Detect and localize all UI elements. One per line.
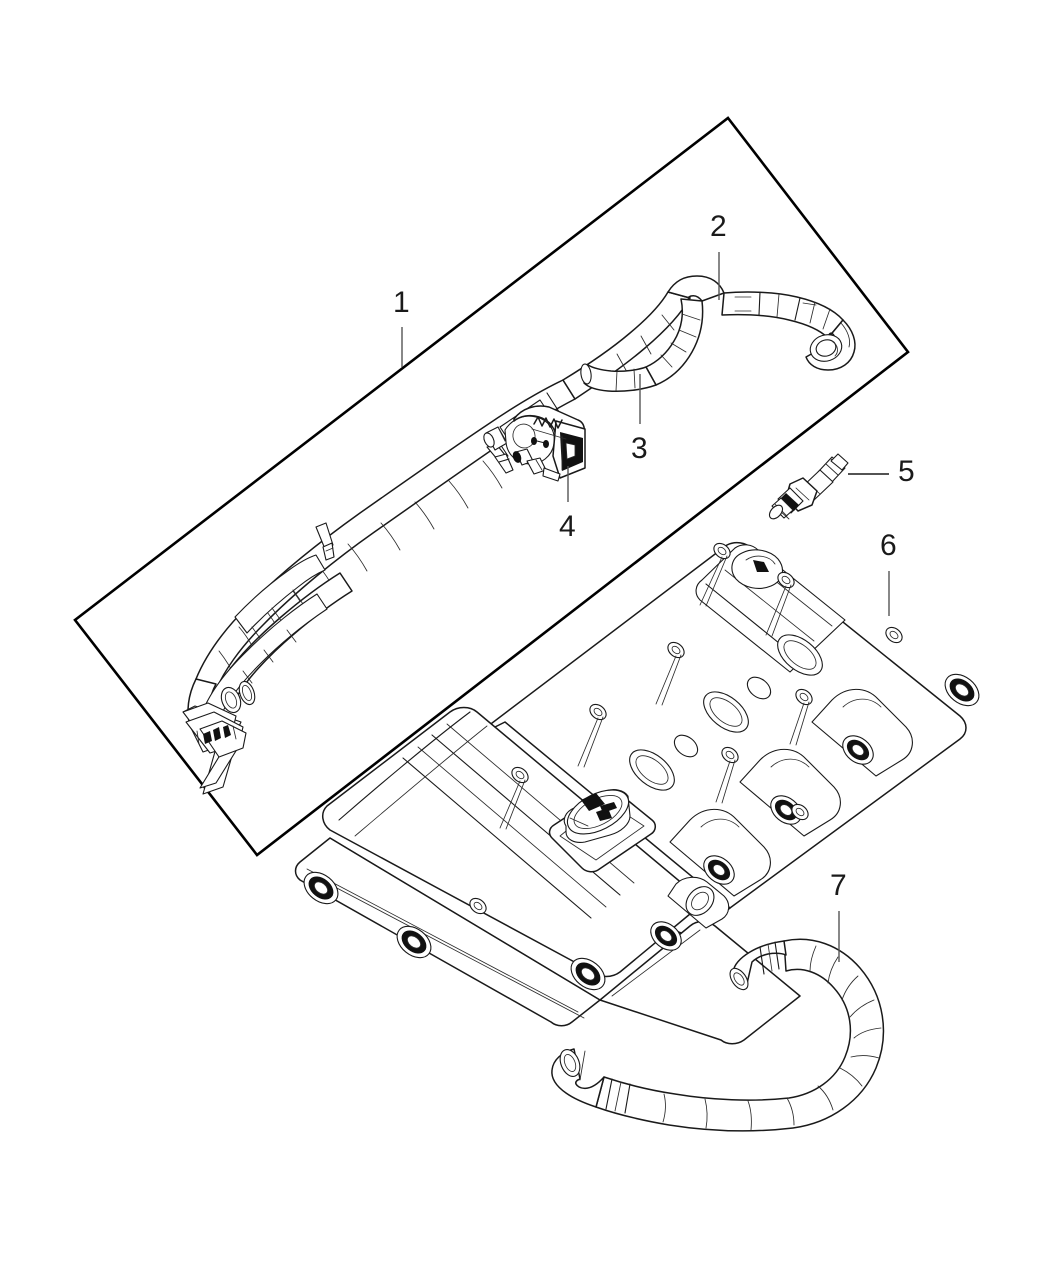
valve-cover-bolt-grommets bbox=[303, 542, 980, 991]
kit-boundary-parallelogram bbox=[73, 116, 910, 857]
valve-cover-breather-port bbox=[667, 876, 730, 929]
valve-cover-bolt-posts bbox=[499, 555, 810, 830]
callout-2-upper-hose: 2 bbox=[710, 210, 727, 243]
callout-1-hose-assembly: 1 bbox=[393, 286, 410, 319]
callout-7-lower-hose: 7 bbox=[830, 869, 847, 902]
valve-cover-plug-bosses bbox=[673, 676, 772, 758]
callout-5-fitting: 5 bbox=[898, 455, 915, 488]
hose-assembly-group bbox=[182, 275, 856, 795]
callout-leaders bbox=[401, 252, 890, 962]
callout-3-branch-hose: 3 bbox=[631, 432, 648, 465]
fitting-part-5 bbox=[768, 453, 849, 520]
hose-part-7 bbox=[551, 938, 885, 1132]
valve-cover-cam-ovals bbox=[629, 634, 823, 791]
oil-filler-opening bbox=[548, 789, 656, 873]
hose-part-1 bbox=[182, 379, 576, 795]
purge-valve-part-4 bbox=[483, 405, 586, 482]
hose-part-2 bbox=[721, 291, 856, 371]
hose-nipple-stub bbox=[315, 522, 335, 561]
hose-part-3 bbox=[580, 298, 704, 392]
valve-cover-ribs bbox=[669, 688, 913, 897]
quick-connect-coupler bbox=[182, 680, 256, 795]
callout-6-valve-cover: 6 bbox=[880, 529, 897, 562]
valve-cover-part-6 bbox=[294, 541, 980, 1045]
callout-4-purge-valve: 4 bbox=[559, 510, 576, 543]
